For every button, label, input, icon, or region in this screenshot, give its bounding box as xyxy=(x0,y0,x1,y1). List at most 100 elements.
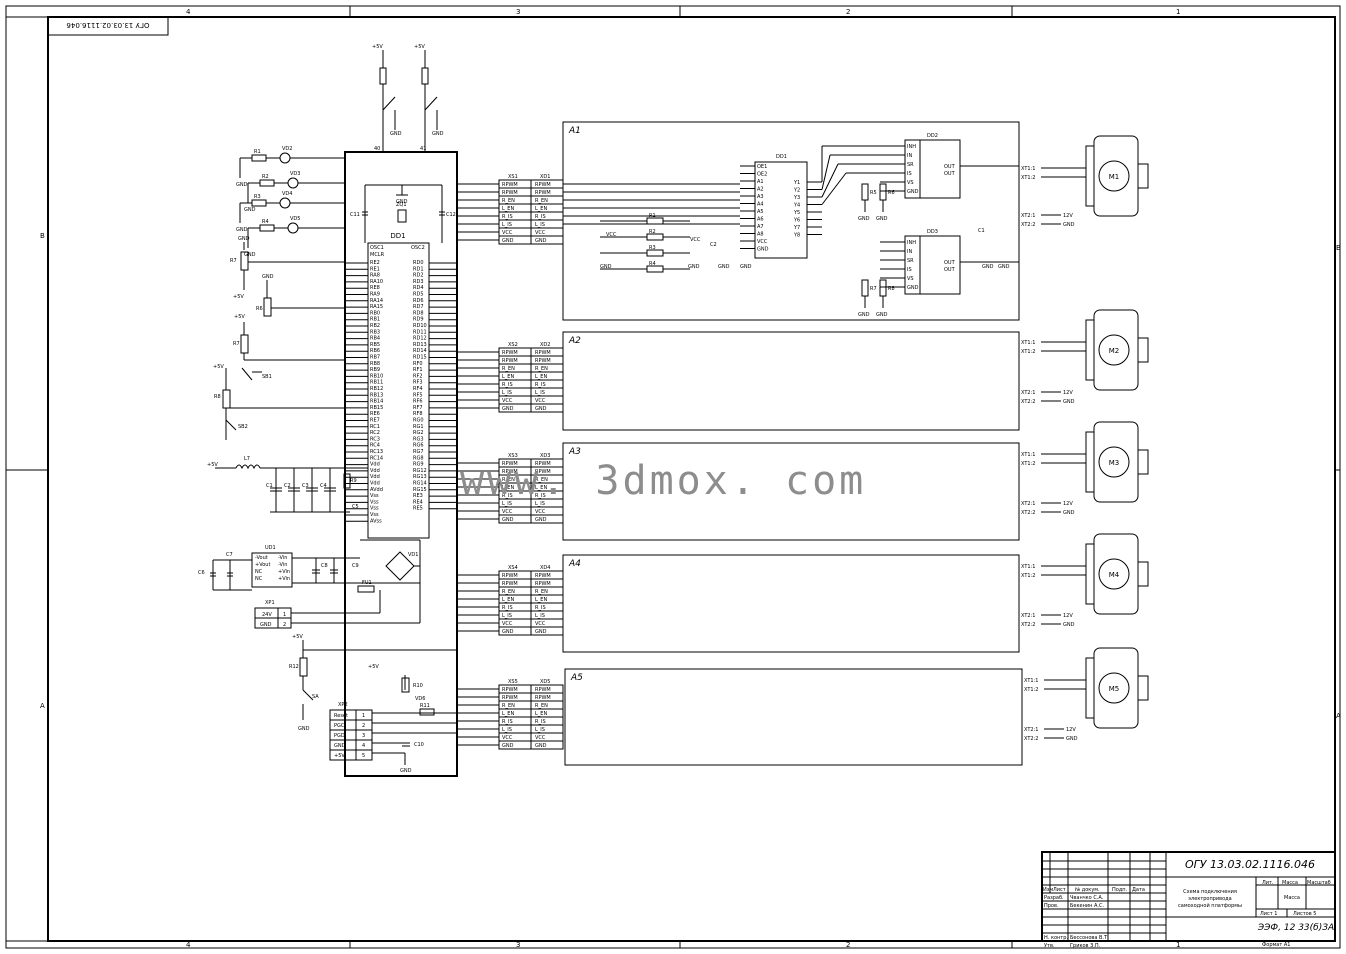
xd-signal: RPWM xyxy=(535,461,551,467)
gnd-label: GND xyxy=(236,227,248,233)
tb-role: Пров. xyxy=(1044,903,1059,909)
driver-pin: SR xyxy=(907,258,914,264)
svg-text:Дата: Дата xyxy=(1132,887,1145,893)
driver-pin: VS xyxy=(907,180,914,186)
mcu-right-pin: RD1 xyxy=(413,266,424,272)
xd-signal: GND xyxy=(535,517,547,523)
xs-signal: L_EN xyxy=(502,711,514,717)
svg-text:40: 40 xyxy=(374,146,380,152)
zone-right-b: B xyxy=(1336,244,1341,252)
xd-signal: RPWM xyxy=(535,573,551,579)
svg-text:R12: R12 xyxy=(289,664,299,670)
svg-text:GND: GND xyxy=(390,131,402,137)
terminal-label: XT2:2 xyxy=(1024,736,1038,742)
svg-text:SA: SA xyxy=(312,694,319,700)
terminal-label: XT1:1 xyxy=(1021,452,1035,458)
mcu-right-pin: RG6 xyxy=(413,443,424,449)
mcu-left-pin: Vdd xyxy=(370,462,380,468)
xs-signal: RPWM xyxy=(502,358,518,364)
xs-signal: RPWM xyxy=(502,573,518,579)
mcu-right-pin: RD0 xyxy=(413,260,424,266)
mcu-right-pin: RE4 xyxy=(413,499,423,505)
gnd-label: GND xyxy=(858,312,870,318)
svg-text:R6: R6 xyxy=(256,306,263,312)
a1-cap: C2 xyxy=(710,242,717,248)
mcu-left-pin: RB13 xyxy=(370,392,383,398)
svg-text:№ докум.: № докум. xyxy=(1075,887,1100,893)
xs-signal: VCC xyxy=(502,621,513,627)
zone-bottom-4: 4 xyxy=(186,941,191,949)
xd-ref: XD2 xyxy=(540,342,550,348)
buffer-pin: OE1 xyxy=(757,164,767,170)
zone-top-3: 3 xyxy=(516,8,520,16)
xs-signal: VCC xyxy=(502,230,513,236)
zone-left-a: A xyxy=(40,702,45,710)
xd-ref: XD1 xyxy=(540,174,550,180)
title-line-3: самоходной платформы xyxy=(1178,902,1242,909)
xd-signal: RPWM xyxy=(535,581,551,587)
svg-text:C10: C10 xyxy=(414,742,424,748)
xs-signal: RPWM xyxy=(502,581,518,587)
svg-text:+5V: +5V xyxy=(292,634,303,640)
buffer-pin: A1 xyxy=(757,179,764,185)
zone-bottom-3: 3 xyxy=(516,941,520,949)
svg-text:R9: R9 xyxy=(350,478,357,484)
reg-pin: +Vin xyxy=(278,569,290,575)
mcu-right-pin: RD8 xyxy=(413,310,424,316)
xd-signal: L_EN xyxy=(535,206,547,212)
a1-cap: C1 xyxy=(978,228,985,234)
mcu-left-pin: RB9 xyxy=(370,367,380,373)
xs-signal: GND xyxy=(502,406,514,412)
terminal-label: XT2:2 xyxy=(1021,222,1035,228)
xs-signal: L_EN xyxy=(502,206,514,212)
mcu-left-pin: AVss xyxy=(370,518,382,524)
watermark-text: www. 3dmox. com xyxy=(460,458,866,504)
svg-text:Подп.: Подп. xyxy=(1112,887,1128,893)
xs-signal: R_EN xyxy=(502,198,515,204)
driver-ref: DD2 xyxy=(927,133,938,139)
module-box xyxy=(562,121,1020,321)
mcu-left-pin: RE2 xyxy=(370,260,380,266)
mcu-left-pin: RC2 xyxy=(370,430,380,436)
mcu-left-pin: RC3 xyxy=(370,436,380,442)
mcu-left-pin: RB2 xyxy=(370,323,380,329)
svg-text:GND: GND xyxy=(400,768,412,774)
motor-ref: M1 xyxy=(1109,173,1120,181)
svg-text:+5V: +5V xyxy=(233,294,244,300)
terminal-label: XT1:2 xyxy=(1021,175,1035,181)
motor-ref: M4 xyxy=(1109,571,1120,579)
supply-12v: 12V xyxy=(1063,501,1073,507)
xd-signal: VCC xyxy=(535,398,546,404)
xs-signal: L_IS xyxy=(502,501,512,507)
reg-pin: +Vin xyxy=(278,576,290,582)
svg-text:C9: C9 xyxy=(352,563,359,569)
driver-ref: DD3 xyxy=(927,229,938,235)
svg-text:C11: C11 xyxy=(350,212,360,218)
xs-signal: R_IS xyxy=(502,719,513,725)
mcu-right-pin: RF3 xyxy=(413,380,423,386)
svg-text:OSC1: OSC1 xyxy=(370,245,384,251)
gnd-label: GND xyxy=(998,264,1010,270)
group-code: ЭЭФ, 12 33(б)ЗА xyxy=(1257,923,1334,933)
terminal-label: XT1:2 xyxy=(1021,573,1035,579)
svg-text:R11: R11 xyxy=(420,703,430,709)
xp2-num: 1 xyxy=(362,713,365,719)
led-ref: VD5 xyxy=(290,216,300,222)
mcu-left-pin: RC1 xyxy=(370,424,380,430)
svg-text:Листов 5: Листов 5 xyxy=(1293,911,1316,917)
driver-pin: IN xyxy=(907,153,912,159)
mcu-left-pin: RA10 xyxy=(370,279,383,285)
terminal-label: XT2:2 xyxy=(1021,510,1035,516)
xd-signal: GND xyxy=(535,743,547,749)
svg-text:VD1: VD1 xyxy=(408,552,418,558)
buffer-ref: DD1 xyxy=(776,154,787,160)
xd-signal: RPWM xyxy=(535,350,551,356)
mcu-left-pin: RC4 xyxy=(370,443,380,449)
xd-signal: RPWM xyxy=(535,687,551,693)
mcu-right-pin: RG3 xyxy=(413,436,424,442)
svg-text:C6: C6 xyxy=(198,570,205,576)
mcu-right-pin: RG15 xyxy=(413,487,427,493)
svg-text:R7: R7 xyxy=(233,341,240,347)
